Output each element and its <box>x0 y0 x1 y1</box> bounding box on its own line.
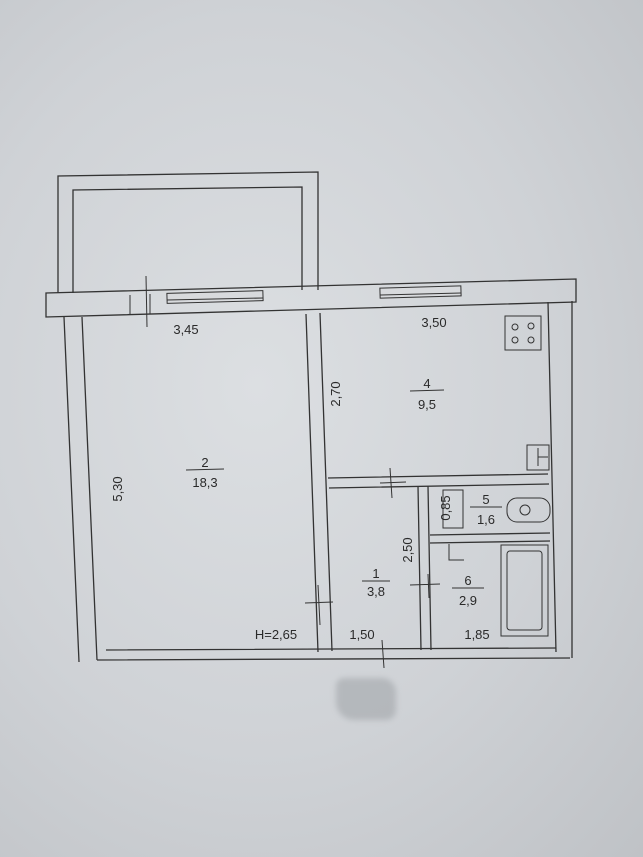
dim-room5-depth: 0,85 <box>438 495 453 520</box>
room-6-number: 6 <box>464 573 471 588</box>
room-labels: 1 3,8 2 18,3 4 9,5 5 1,6 6 2,9 <box>185 376 502 608</box>
window-room2 <box>166 290 264 304</box>
plan-walls <box>45 171 577 669</box>
room-4-area: 9,5 <box>418 397 436 412</box>
exterior-wall-right <box>547 301 573 658</box>
dim-room6-width: 1,85 <box>464 627 489 642</box>
room-5-number: 5 <box>482 492 489 507</box>
dim-room2-depth: 5,30 <box>110 476 125 501</box>
balcony <box>57 171 319 293</box>
stove-icon <box>504 315 542 351</box>
sink-icon <box>526 444 550 471</box>
exterior-wall-top <box>45 278 577 318</box>
dim-room2-width: 3,45 <box>173 322 198 337</box>
bathtub-icon <box>500 544 549 637</box>
room-6-area: 2,9 <box>459 593 477 608</box>
door-mark-bath <box>409 573 441 599</box>
ceiling-height: H=2,65 <box>255 627 297 642</box>
dimension-labels: 3,45 3,50 5,30 2,70 0,85 2,50 1,50 1,85 … <box>110 315 490 642</box>
exterior-wall-left <box>63 316 98 663</box>
smudge-mark <box>336 678 396 720</box>
partition-room2-room4 <box>305 312 333 653</box>
partition-room5-room6 <box>429 532 551 544</box>
dim-room4-depth: 2,70 <box>328 381 343 406</box>
partition-room4-bath <box>327 473 550 489</box>
dim-room4-width: 3,50 <box>421 315 446 330</box>
dim-room1-width: 1,50 <box>349 627 374 642</box>
exterior-wall-bottom <box>96 647 571 661</box>
room-2-number: 2 <box>201 455 208 470</box>
door-mark-entrance <box>381 639 385 669</box>
dim-room1-depth: 2,50 <box>400 537 415 562</box>
washbasin-icon <box>442 489 464 529</box>
door-mark-room4 <box>379 467 407 499</box>
room-1-area: 3,8 <box>367 584 385 599</box>
door-mark-room2 <box>304 584 334 626</box>
room-5-area: 1,6 <box>477 512 495 527</box>
room-4-number: 4 <box>423 376 430 391</box>
room-2-area: 18,3 <box>192 475 217 490</box>
room-1-number: 1 <box>372 566 379 581</box>
window-room4 <box>379 285 462 299</box>
partition-room1-bath <box>417 485 432 651</box>
toilet-icon <box>506 497 551 523</box>
